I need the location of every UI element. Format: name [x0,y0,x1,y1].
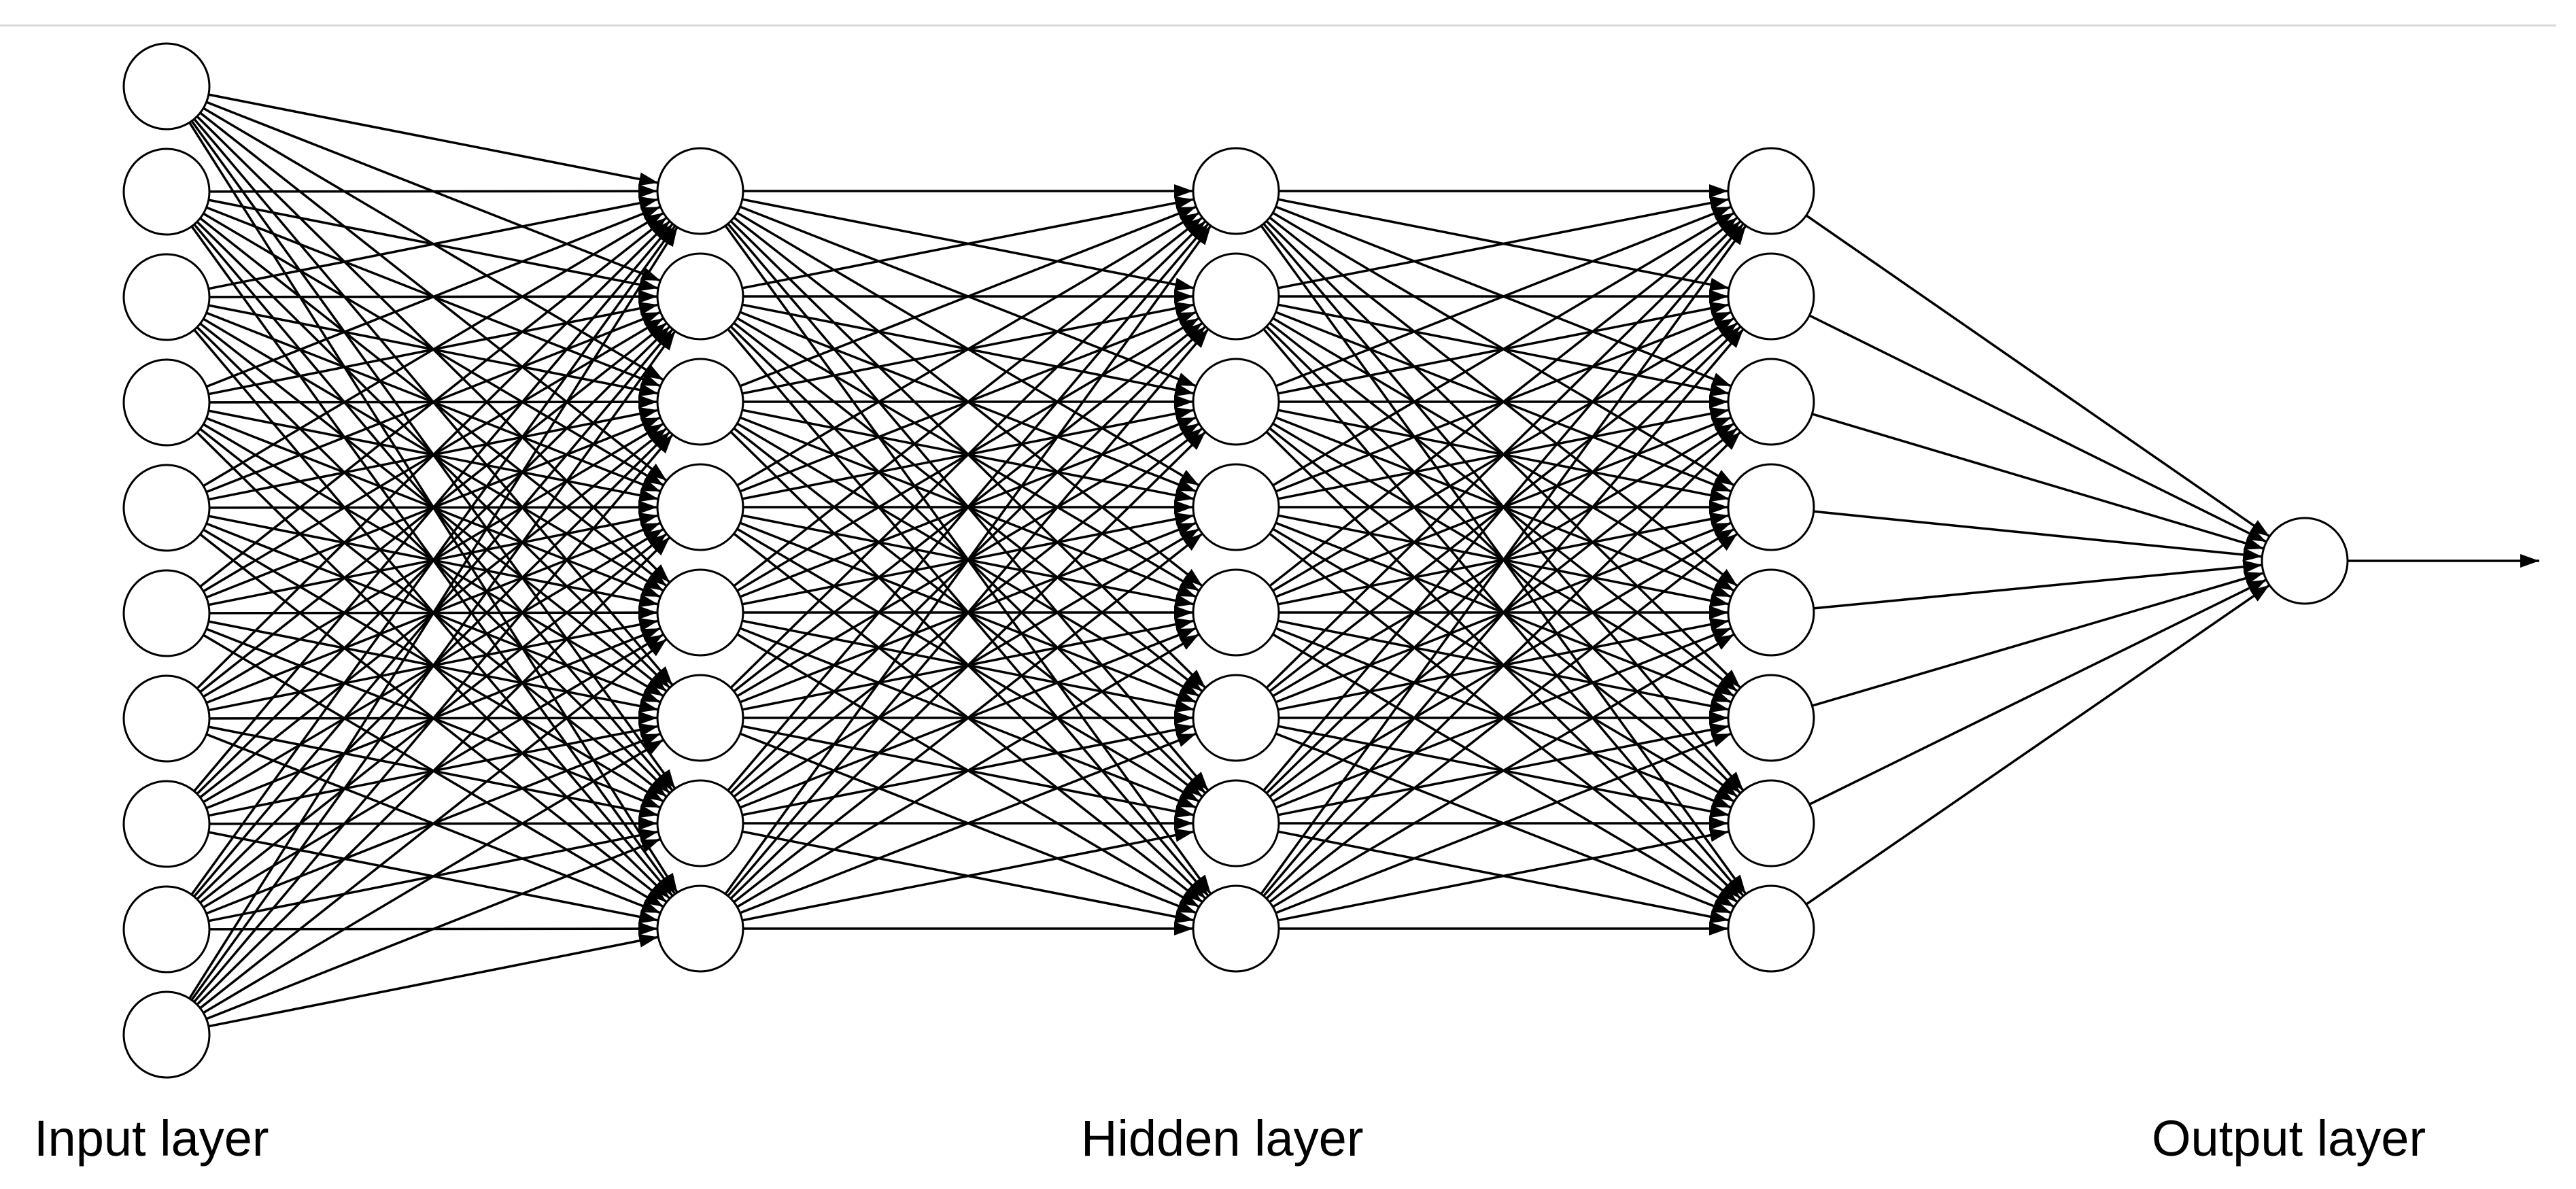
top-divider [0,24,2556,27]
connection-edge [1272,633,1735,908]
connection-edge [1263,328,1745,897]
input-neuron [122,253,211,341]
connection-edge [729,430,1207,900]
connection-edge [1813,510,2263,562]
connection-edge [739,732,1197,914]
input-neuron [122,148,211,236]
connection-edge [199,638,668,1010]
connection-edge [196,536,671,1005]
connection-edge [733,532,1203,903]
input-neuron [122,358,211,447]
connection-edge [1269,532,1738,903]
connection-edge [1277,828,1730,922]
connection-edge [1265,430,1742,900]
connection-edge [736,211,1200,487]
input-neuron [122,780,211,868]
connection-edge [203,738,664,1014]
hidden-neuron [1727,568,1815,657]
connection-edge [1808,579,2267,806]
connection-edge [1811,572,2265,707]
connection-edge [188,226,679,999]
connection-edge [1260,224,1747,895]
connection-edge [742,828,1195,922]
connection-edge [193,223,674,792]
hidden-neuron [1727,463,1815,551]
hidden-neuron [1192,252,1280,341]
input-neuron [122,674,211,763]
connection-edge [205,205,662,388]
connection-edge [1265,220,1742,689]
connection-edge [1813,559,2263,610]
connection-edge [1805,584,2271,906]
hidden-neuron [1192,463,1280,551]
connection-edge [1808,314,2267,543]
connection-edge [1805,214,2271,538]
hidden-neuron [656,463,744,551]
hidden-neuron [1192,779,1280,867]
connections-group [188,93,2271,1028]
hidden-neuron [656,568,744,657]
output-layer-label: Output layer [2152,1110,2426,1167]
hidden-neuron [656,674,744,762]
hidden-neuron [1192,568,1280,657]
connection-edge [208,196,659,290]
input-neuron [122,885,211,973]
connection-edge [1263,222,1745,792]
hidden-neuron [1727,884,1815,973]
connection-edge [1272,211,1735,487]
connection-edge [739,205,1197,387]
connection-edge [727,328,1209,897]
connection-edge [209,184,658,199]
connection-edge [1269,216,1738,587]
hidden-neuron [656,358,744,446]
hidden-neuron [1727,252,1815,341]
hidden-neuron [656,884,744,973]
hidden-neuron [656,779,744,867]
hidden-layer-label: Hidden layer [1081,1110,1364,1167]
hidden-neuron [1192,674,1280,762]
hidden-neuron [1727,674,1815,762]
hidden-neuron [1192,147,1280,235]
connection-edge [193,434,674,1003]
neurons-group [122,42,2349,1079]
connection-edge [727,222,1209,792]
hidden-neuron [1192,884,1280,973]
connection-edge [199,216,668,588]
input-neuron [122,990,211,1079]
hidden-neuron [1192,358,1280,446]
output-neuron [2261,517,2349,605]
hidden-neuron [1727,358,1815,446]
connection-edge [1811,413,2265,550]
connection-edge [729,220,1207,689]
connection-edge [1275,205,1732,387]
input-layer-label: Input layer [34,1110,269,1167]
hidden-neuron [656,252,744,341]
connection-edge [742,196,1195,290]
connection-edge [190,330,676,1001]
connection-edge [208,933,659,1028]
hidden-neuron [1727,779,1815,867]
connection-edge [1275,732,1732,914]
connection-edge [736,633,1200,908]
input-neuron [122,42,211,131]
hidden-neuron [656,147,744,235]
connection-edge [724,224,1212,895]
connection-edge [203,211,664,487]
connection-edge [208,93,659,186]
connection-edge [205,838,662,1020]
connection-edge [190,225,676,895]
input-neuron [122,464,211,552]
connection-edge [733,216,1203,587]
connection-edge [196,220,671,689]
connection-edge [1277,196,1730,290]
input-neuron [122,569,211,657]
hidden-neuron [1727,147,1815,235]
